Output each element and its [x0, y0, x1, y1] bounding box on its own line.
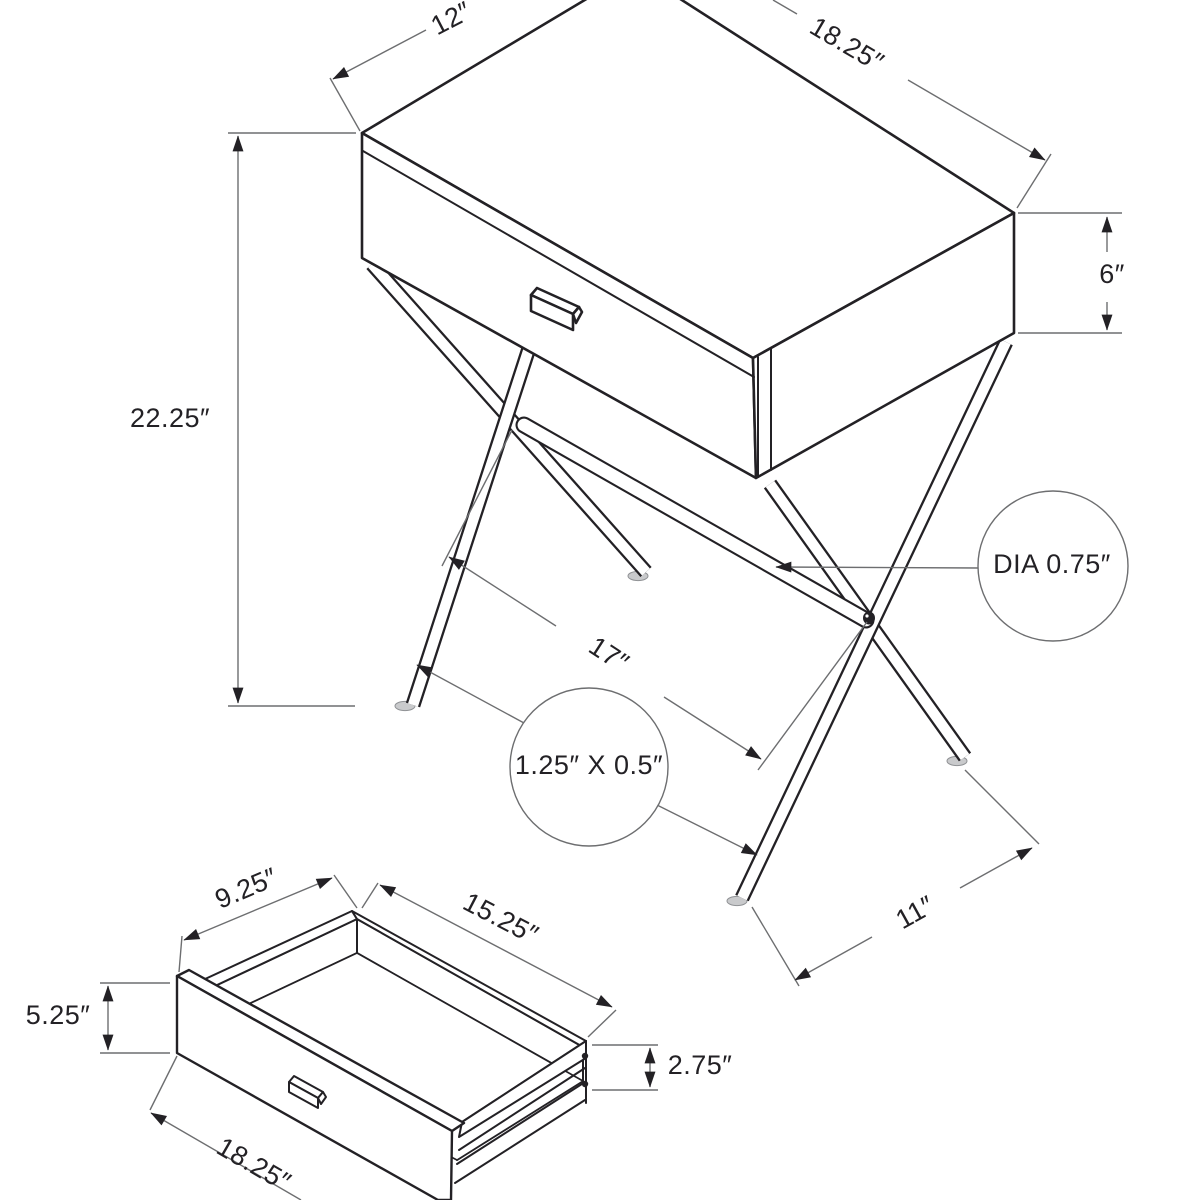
- drawer-detail-view: 9.25″ 15.25″ 5.25″ 2.75″ 18.25″: [26, 862, 733, 1200]
- callout-circle: [977, 490, 1129, 642]
- foot-pad-front-right: [726, 895, 748, 907]
- pivot-bolt: [863, 611, 875, 625]
- dimension-front-height: 5.25″: [26, 982, 170, 1054]
- callout-circle: [509, 687, 669, 847]
- table-drawer-handle: [529, 286, 584, 332]
- box-height-label: 6″: [1099, 259, 1125, 289]
- drawer-runner-rail: [458, 1067, 586, 1151]
- front-height-label: 5.25″: [26, 1000, 91, 1030]
- dimension-overall-height: 22.25″: [130, 132, 356, 707]
- rail-screw: [581, 1080, 589, 1088]
- stretcher-bar: [515, 416, 875, 629]
- overall-height-label: 22.25″: [130, 403, 210, 433]
- cabinet-right-face: [751, 211, 1016, 480]
- drawer-box-height-label: 2.75″: [668, 1050, 733, 1080]
- dimension-box-height: 6″: [1018, 212, 1125, 334]
- drawer-runner-rail: [456, 1081, 586, 1165]
- main-table-view: 12″ 18.25″ 6″ 22.25″: [130, 0, 1129, 987]
- callout-leg-profile: 1.25″ X 0.5″: [416, 664, 758, 856]
- leg-profile-label: 1.25″ X 0.5″: [515, 750, 663, 780]
- bar-diameter-label: DIA 0.75″: [993, 549, 1111, 579]
- drawer-handle: [288, 1075, 327, 1109]
- rail-screw: [581, 1052, 589, 1060]
- callout-bar-diameter: DIA 0.75″: [775, 490, 1129, 642]
- top-slab-edge: [362, 150, 755, 378]
- drawer-runner-rail: [454, 1099, 586, 1184]
- dimension-drawer-box-height: 2.75″: [592, 1044, 733, 1091]
